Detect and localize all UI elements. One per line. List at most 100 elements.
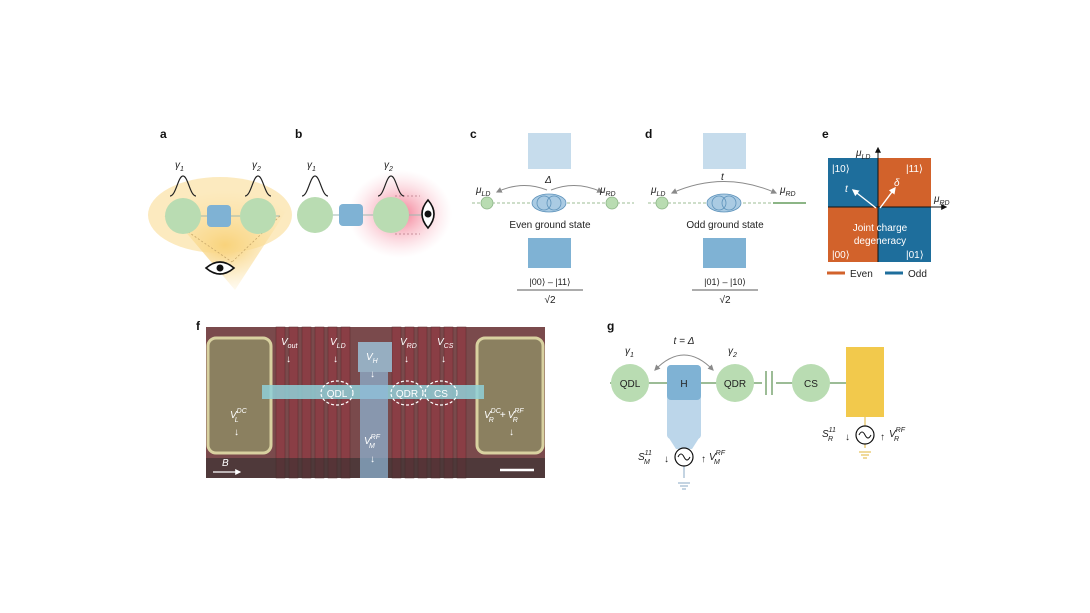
mu-rd-label: μRD [599, 185, 616, 198]
right-dot [240, 198, 276, 234]
mu-rd-label: μRD [779, 185, 796, 198]
legend-even-label: Even [850, 269, 873, 280]
panel-label-f: f [196, 319, 201, 333]
majorana-peak-1 [169, 175, 197, 197]
even-ground-state-caption: Even ground state [509, 220, 591, 231]
gamma2-label: γ2 [384, 160, 393, 173]
cs-dot [792, 364, 830, 402]
right-dot [605, 196, 619, 210]
panel-label-d: d [645, 127, 652, 141]
state-00-label: |00⟩ [832, 250, 850, 261]
upper-band-block [703, 133, 746, 169]
coupling-arrow [671, 181, 778, 194]
b-field-label: B [222, 458, 229, 469]
panel-f: f QDL QDR CS [196, 319, 545, 479]
t-arrow-label: t [845, 184, 849, 195]
odd-state-numerator: |01⟩ – |10⟩ [704, 277, 746, 287]
v-cs-arrow: ↓ [441, 354, 446, 365]
v-ld-label: VLD [330, 337, 346, 350]
eye-icon [204, 261, 236, 275]
v-r-arrow: ↓ [509, 427, 514, 438]
gamma2-label: γ2 [252, 160, 261, 173]
v-h-arrow: ↓ [370, 369, 375, 380]
s-m-arrow: ↓ [664, 454, 669, 465]
qdr-label: QDR [396, 389, 418, 400]
panel-label-c: c [470, 127, 477, 141]
region-01-odd [878, 207, 931, 262]
cs-label: CS [804, 379, 818, 390]
panel-a: a γ1 γ2 [148, 127, 300, 290]
odd-state-denominator: √2 [719, 294, 730, 306]
v-r-arrow: ↑ [880, 432, 885, 443]
panel-label-e: e [822, 127, 829, 141]
legend-odd-label: Odd [908, 269, 927, 280]
cs-label: CS [434, 389, 448, 400]
left-dot [297, 197, 333, 233]
majorana-peak-2 [377, 175, 405, 197]
center-label-line1: Joint charge [853, 223, 908, 234]
left-dot [480, 196, 494, 210]
center-label-line2: degeneracy [854, 236, 906, 247]
hybrid-segment [207, 205, 231, 227]
upper-band-block [528, 133, 571, 169]
v-l-arrow: ↓ [234, 427, 239, 438]
v-h-label: VH [366, 352, 379, 365]
qdl-dot [611, 364, 649, 402]
qdl-label: QDL [620, 379, 641, 390]
state-11-label: |11⟩ [906, 164, 923, 175]
eye-icon [421, 198, 435, 230]
delta-arrow [879, 186, 896, 209]
state-01-label: |01⟩ [906, 250, 924, 261]
hybrid-orbital [706, 193, 742, 213]
qdr-circle [390, 380, 424, 406]
gamma1-label: γ1 [625, 346, 634, 359]
hybrid-segment [339, 204, 363, 226]
hybrid-gate [358, 342, 392, 372]
left-dot [655, 196, 669, 210]
region-10-odd [828, 158, 878, 207]
h-label: H [680, 379, 687, 390]
panel-e: e μLD μRD |10⟩ |11⟩ |00⟩ |01⟩ t δ Joint … [822, 127, 950, 280]
v-m-arrow: ↓ [370, 454, 375, 465]
x-axis-label: μRD [933, 194, 950, 207]
lower-band-block [528, 238, 571, 268]
coupling-label: t = Δ [674, 336, 695, 347]
panel-label-b: b [295, 127, 302, 141]
finger-gates [275, 326, 467, 479]
right-dot [373, 197, 409, 233]
s-r-arrow: ↓ [845, 432, 850, 443]
majorana-peak-1 [301, 175, 329, 197]
t-arrow [851, 189, 877, 209]
panel-b: b γ1 γ2 [295, 127, 452, 258]
even-state-denominator: √2 [544, 294, 555, 306]
v-out-arrow: ↓ [286, 354, 291, 365]
even-state-numerator: |00⟩ – |11⟩ [529, 277, 570, 287]
y-axis-label: μLD [855, 148, 870, 161]
region-00-even [828, 207, 878, 262]
delta-arrow-label: δ [894, 178, 900, 189]
qdl-circle [320, 380, 354, 406]
v-rd-label: VRD [400, 337, 417, 350]
left-contact [206, 336, 273, 455]
v-m-arrow: ↑ [701, 454, 706, 465]
panel-c: c Δ μLD μRD Even ground state |00⟩ – |11… [470, 127, 634, 306]
gamma1-label: γ1 [175, 160, 184, 173]
v-out-label: Vout [281, 337, 298, 350]
qdr-label: QDR [724, 379, 746, 390]
cs-circle [424, 380, 458, 406]
lower-band-block [703, 238, 746, 268]
cs-resonator [846, 347, 884, 417]
mu-ld-label: μLD [650, 185, 665, 198]
v-cs-label: VCS [437, 337, 454, 350]
panel-d: d t μLD μRD Odd ground state |01⟩ – |10⟩… [645, 127, 806, 306]
odd-ground-state-caption: Odd ground state [686, 220, 764, 231]
coupling-label: t [721, 172, 725, 183]
majorana-peak-2 [244, 175, 272, 197]
